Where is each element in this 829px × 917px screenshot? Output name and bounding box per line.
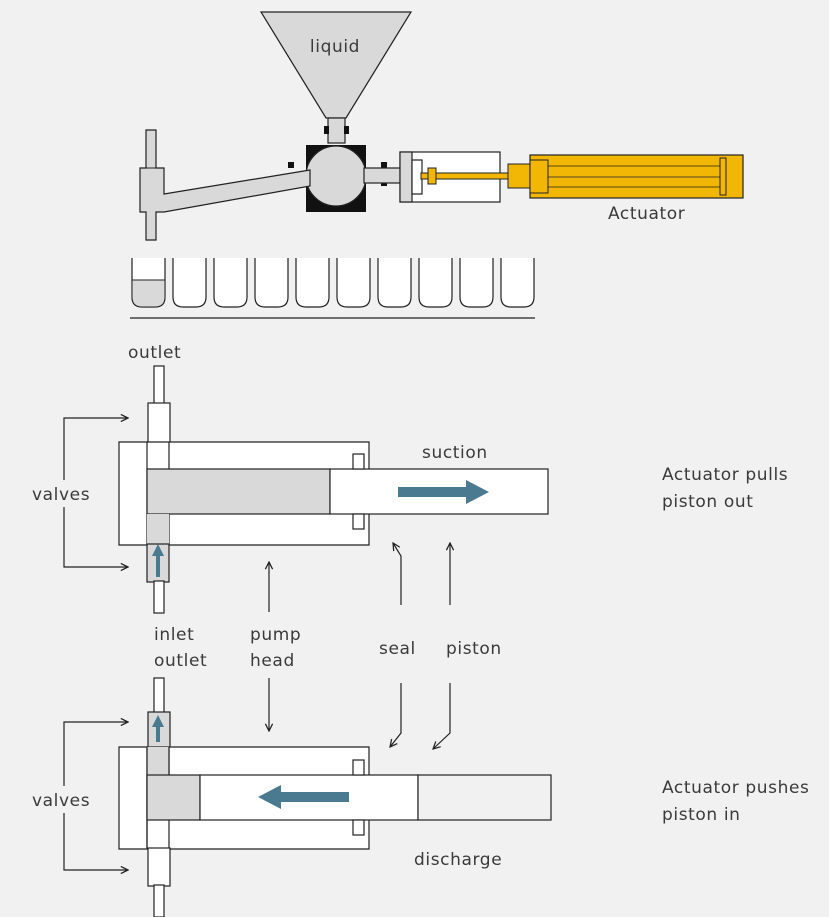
suction-description-line1: Actuator pulls bbox=[662, 465, 788, 485]
filling-nozzle bbox=[139, 129, 311, 241]
component-labels: inlet outlet pump head seal piston bbox=[154, 543, 502, 749]
container bbox=[500, 258, 535, 308]
container bbox=[459, 258, 494, 308]
container bbox=[172, 258, 207, 308]
valves-label-lower: valves bbox=[32, 791, 90, 811]
filling-machine-illustration: liquid bbox=[130, 11, 744, 319]
suction-label: suction bbox=[422, 443, 488, 463]
pump-head-label-line2: head bbox=[250, 651, 295, 671]
liquid-hopper: liquid bbox=[259, 11, 413, 144]
container bbox=[377, 258, 412, 308]
seal-label: seal bbox=[379, 639, 416, 659]
seal bbox=[352, 453, 365, 470]
hopper-label: liquid bbox=[310, 37, 360, 57]
outlet-label-upper: outlet bbox=[128, 343, 181, 363]
pump-chamber-liquid bbox=[146, 774, 201, 821]
container-row bbox=[131, 258, 535, 308]
container bbox=[254, 258, 289, 308]
seal bbox=[352, 819, 365, 836]
seal bbox=[352, 759, 365, 776]
discharge-label: discharge bbox=[414, 850, 502, 870]
discharge-arrow bbox=[258, 785, 349, 809]
container bbox=[213, 258, 248, 308]
piston-label: piston bbox=[446, 639, 502, 659]
pump-suction-stroke: outlet suction valves Actuator pulls pis… bbox=[32, 343, 788, 614]
suction-description-line2: piston out bbox=[662, 492, 753, 512]
container bbox=[336, 258, 371, 308]
seal bbox=[352, 513, 365, 530]
inlet-flow-arrow bbox=[152, 544, 164, 577]
valve-block bbox=[288, 126, 387, 212]
container bbox=[295, 258, 330, 308]
valves-label-upper: valves bbox=[32, 485, 90, 505]
outlet-label-lower: outlet bbox=[154, 651, 207, 671]
actuator: Actuator bbox=[420, 154, 744, 224]
inlet-label: inlet bbox=[154, 625, 194, 645]
container-liquid bbox=[131, 279, 166, 308]
container bbox=[418, 258, 453, 308]
suction-arrow bbox=[398, 480, 489, 504]
pump-head-label-line1: pump bbox=[250, 625, 301, 645]
actuator-label: Actuator bbox=[608, 204, 685, 224]
outlet-flow-arrow bbox=[152, 715, 164, 742]
discharge-description-line1: Actuator pushes bbox=[662, 778, 810, 798]
pump-chamber-liquid bbox=[146, 468, 331, 515]
discharge-description-line2: piston in bbox=[662, 805, 741, 825]
pump-discharge-stroke: discharge valves Actuator pushes piston … bbox=[32, 677, 810, 917]
